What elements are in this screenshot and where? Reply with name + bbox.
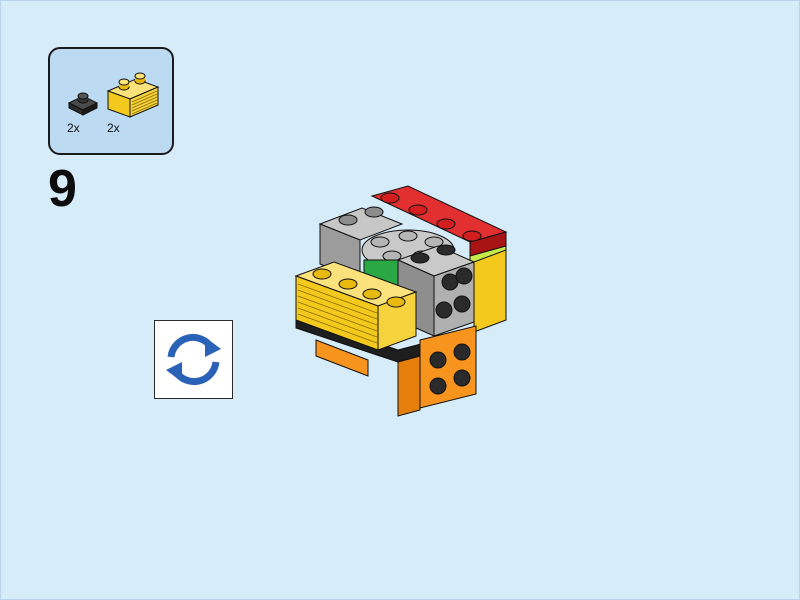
model-illustration <box>280 180 520 430</box>
parts-callout: 2x 2x <box>48 47 174 155</box>
rotate-model-button[interactable] <box>154 320 233 399</box>
step-number: 9 <box>48 160 77 218</box>
brick-1x2-quantity: 2x <box>107 121 120 135</box>
plate-1x1-quantity: 2x <box>67 121 80 135</box>
plate-1x1-black-part <box>65 87 101 117</box>
rotate-model-icon <box>166 334 221 385</box>
brick-1x2-grille-yellow-part <box>104 69 162 119</box>
